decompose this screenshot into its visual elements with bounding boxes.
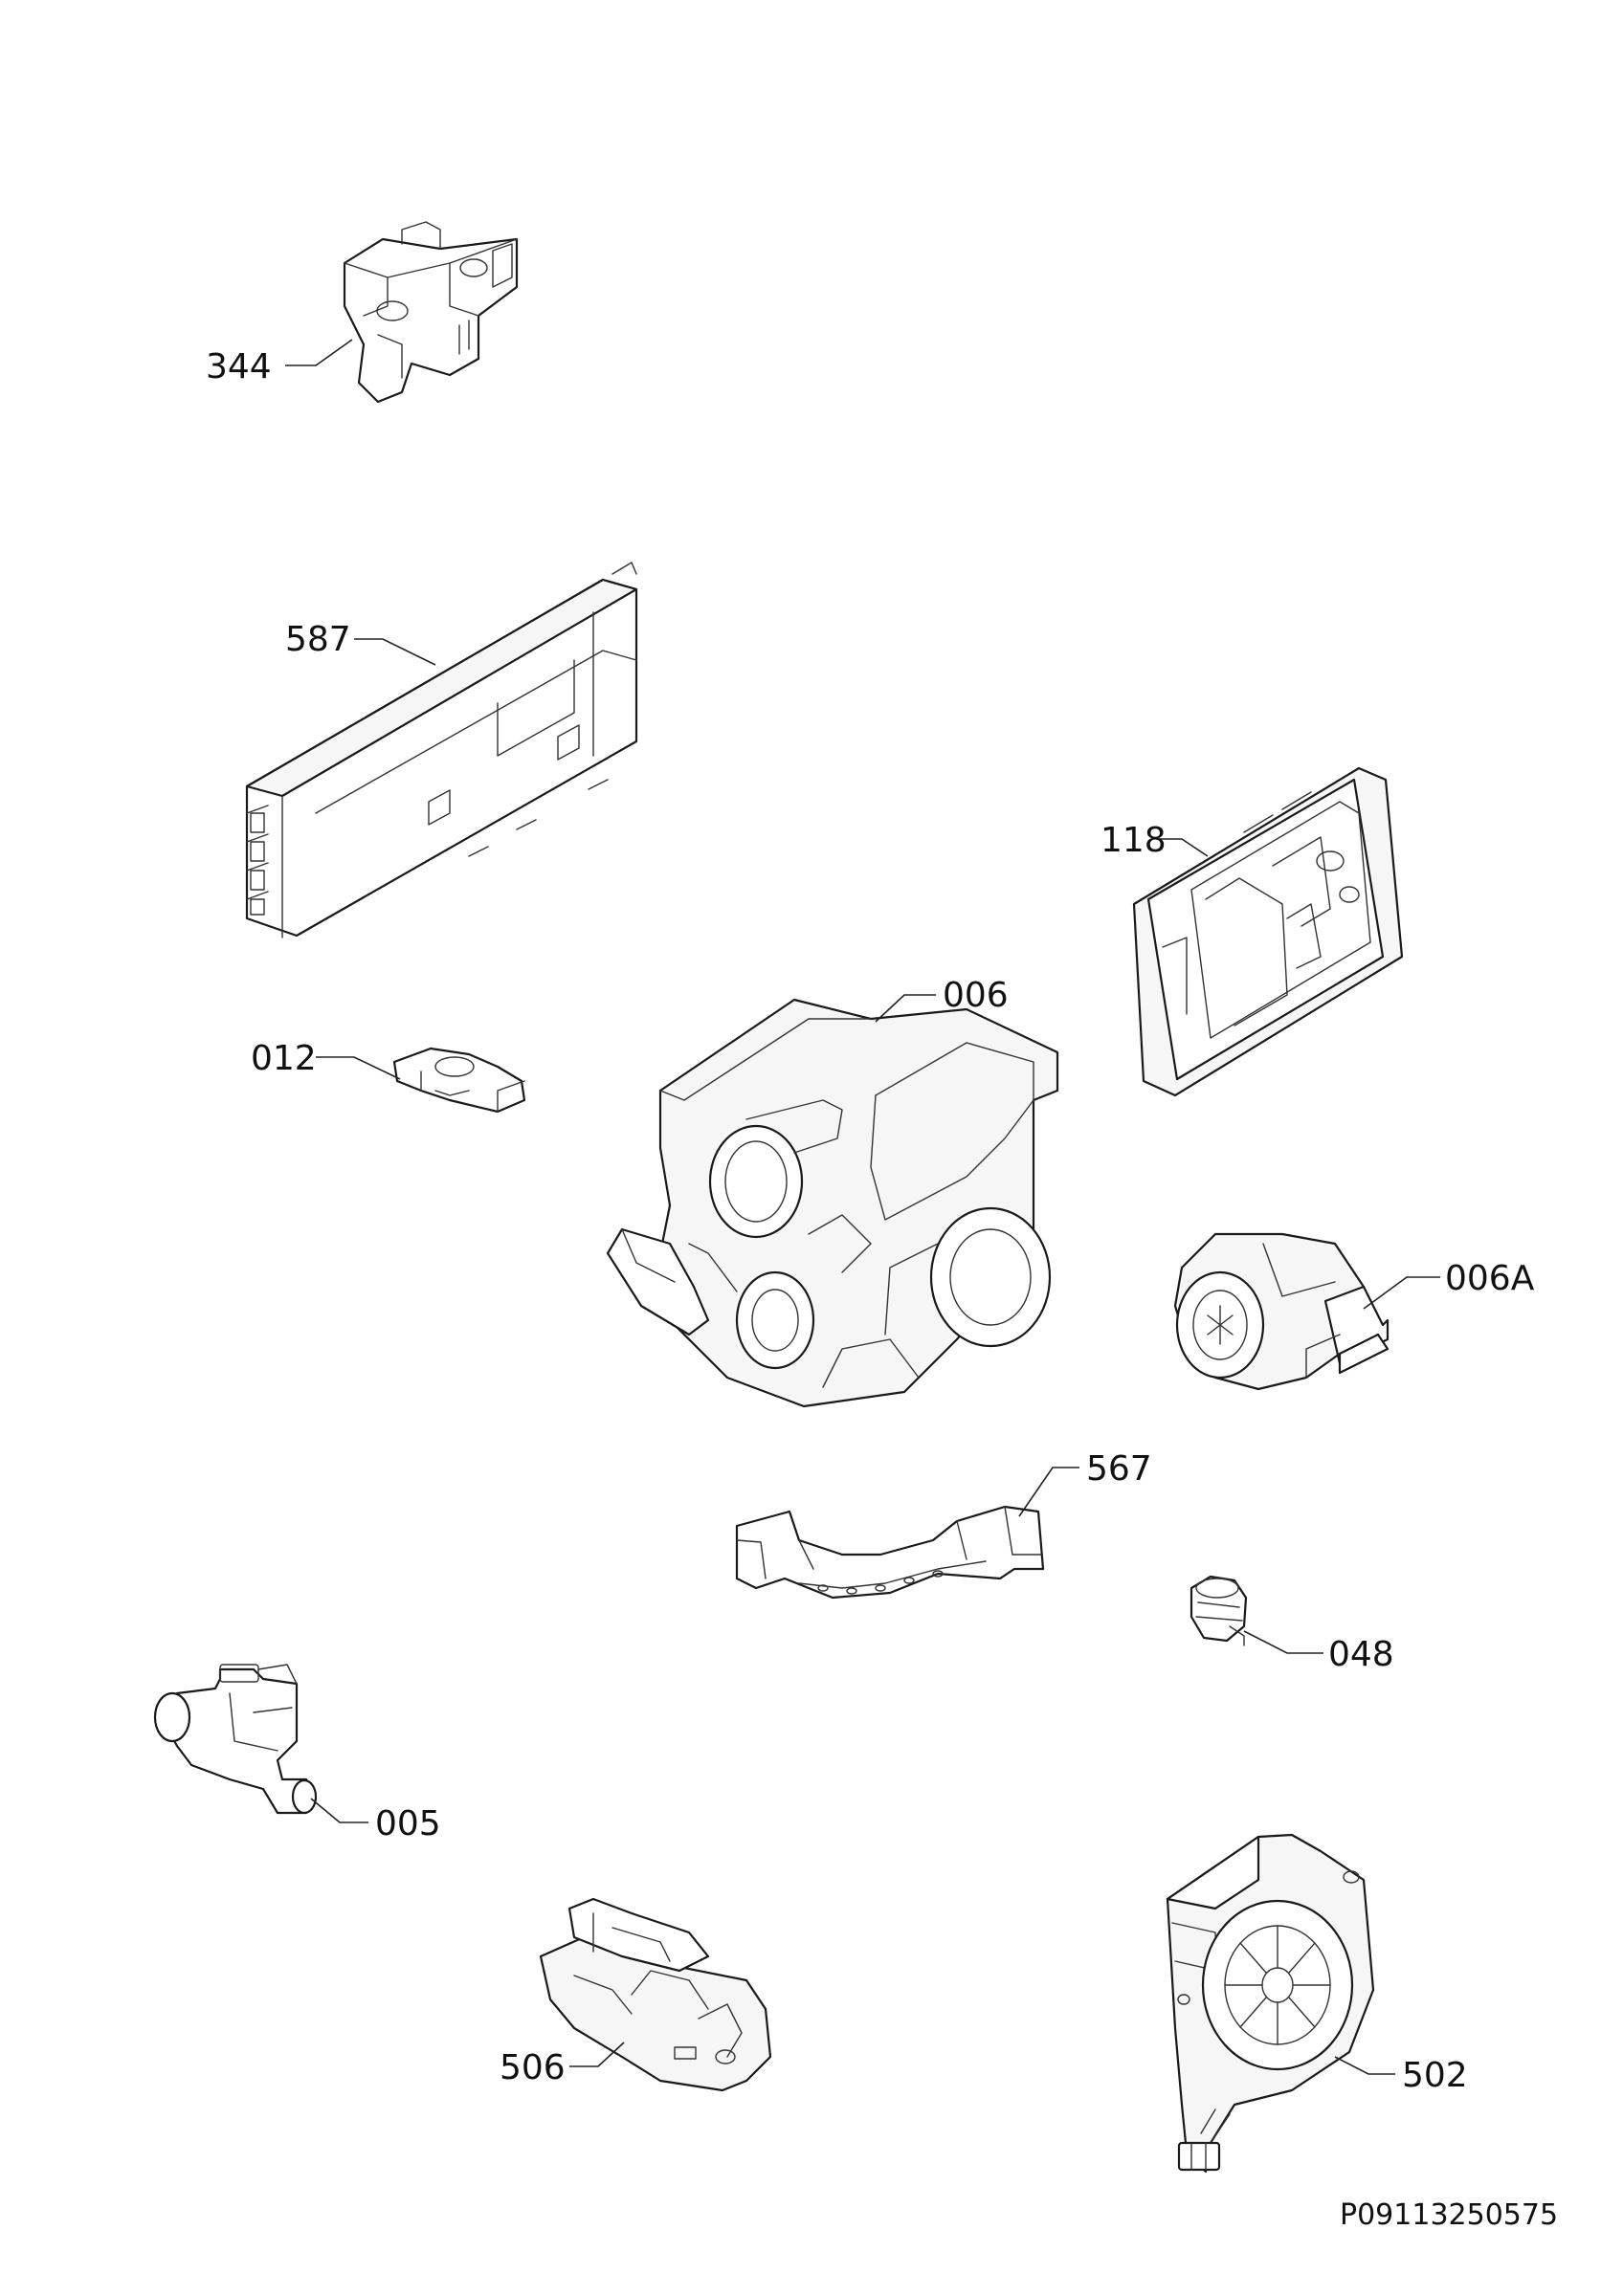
part-006a-drain-pump	[1173, 1232, 1390, 1391]
callout-012: 012	[251, 1039, 401, 1080]
part-118-detergent-dispenser	[1132, 766, 1404, 1097]
callout-006a: 006A	[1363, 1259, 1535, 1310]
part-005-inlet-valve	[153, 1664, 318, 1815]
callout-502: 502	[1334, 2056, 1468, 2095]
callout-567: 567	[1018, 1449, 1152, 1517]
part-number-344: 344	[206, 347, 272, 386]
part-number-506: 506	[500, 2048, 566, 2087]
part-567-clamp	[735, 1505, 1045, 1600]
part-number-006a: 006A	[1445, 1259, 1535, 1298]
callout-344: 344	[206, 339, 353, 386]
part-344-door-lock	[343, 221, 519, 404]
part-number-118: 118	[1101, 821, 1167, 860]
part-number-567: 567	[1086, 1449, 1152, 1489]
callout-048: 048	[1243, 1630, 1394, 1674]
part-048-pressure-sensor	[1189, 1575, 1248, 1646]
part-number-012: 012	[251, 1039, 317, 1078]
part-502-blower-fan	[1166, 1833, 1375, 2174]
callout-118: 118	[1101, 821, 1209, 860]
part-number-587: 587	[285, 620, 351, 659]
part-012-sensor	[392, 1047, 526, 1114]
document-id: P09113250575	[1340, 2198, 1558, 2232]
part-506-latch-assembly	[539, 1897, 772, 2092]
part-number-048: 048	[1328, 1635, 1394, 1674]
callout-006: 006	[875, 976, 1009, 1023]
part-number-502: 502	[1402, 2056, 1468, 2095]
part-587-electronic-module	[245, 562, 638, 938]
part-number-005: 005	[375, 1804, 441, 1843]
callout-005: 005	[310, 1798, 441, 1843]
part-number-006: 006	[943, 976, 1009, 1015]
callout-587: 587	[285, 620, 436, 666]
callout-506: 506	[500, 2042, 625, 2087]
part-006-circulation-pump	[606, 998, 1059, 1408]
